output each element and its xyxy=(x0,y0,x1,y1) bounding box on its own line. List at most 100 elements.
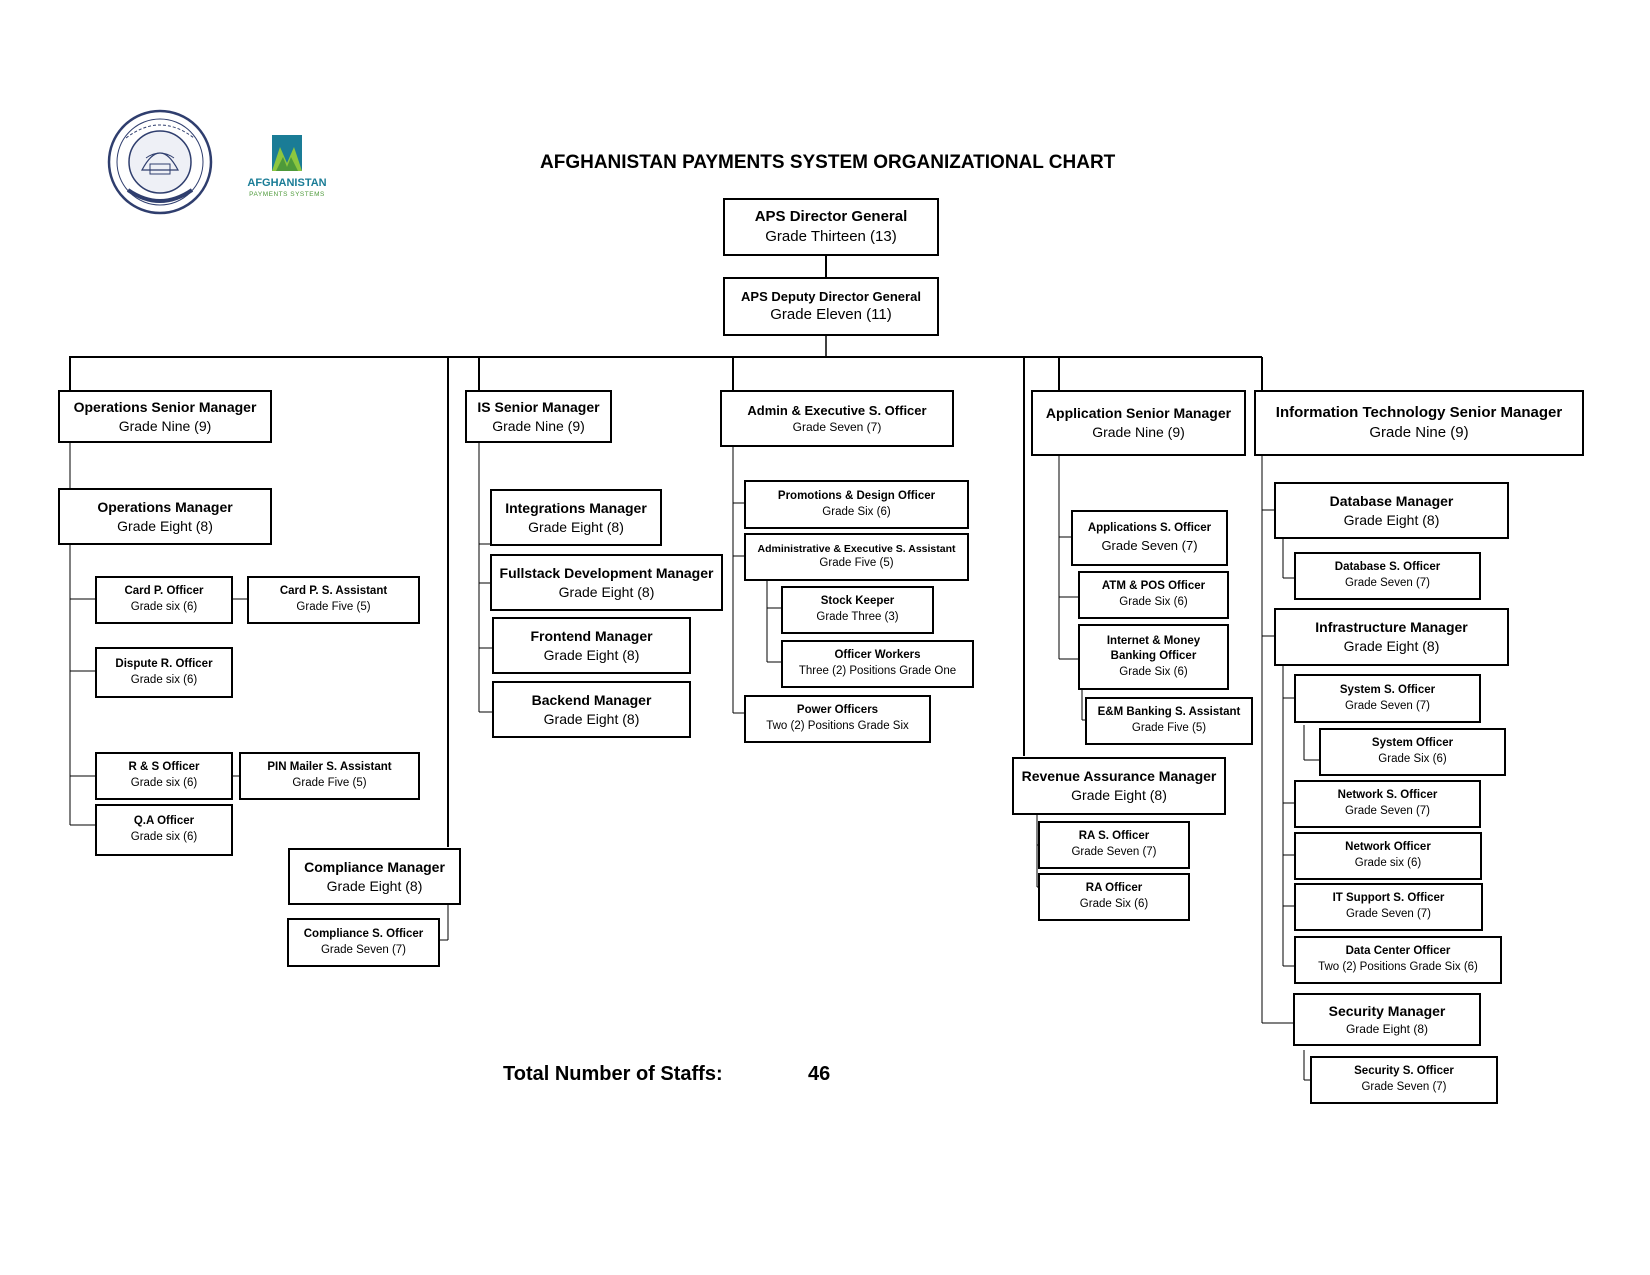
node-grade: Grade Eight (8) xyxy=(1343,638,1440,654)
node-r-s-officer: R & S Officer Grade six (6) xyxy=(95,752,233,800)
node-title: Data Center Officer xyxy=(1345,945,1451,958)
node-director-general: APS Director General Grade Thirteen (13) xyxy=(723,198,939,256)
node-title: Card P. S. Assistant xyxy=(279,585,388,598)
node-grade: Two (2) Positions Grade Six (6) xyxy=(1318,961,1478,973)
node-title: Operations Senior Manager xyxy=(73,398,257,415)
node-title: APS Director General xyxy=(754,207,908,225)
node-title: Information Technology Senior Manager xyxy=(1275,403,1563,421)
afghanistan-payments-systems-logo: AFGHANISTAN PAYMENTS SYSTEMS xyxy=(236,133,338,198)
node-title: System Officer xyxy=(1371,737,1454,750)
node-title: Database Manager xyxy=(1329,492,1454,509)
node-grade: Grade Eleven (11) xyxy=(770,306,892,324)
node-operations-manager: Operations Manager Grade Eight (8) xyxy=(58,488,272,545)
node-stock-keeper: Stock Keeper Grade Three (3) xyxy=(781,586,934,634)
node-grade: Grade Eight (8) xyxy=(543,710,640,727)
node-title: Application Senior Manager xyxy=(1045,405,1232,422)
node-grade: Grade Nine (9) xyxy=(492,417,585,434)
node-operations-senior-manager: Operations Senior Manager Grade Nine (9) xyxy=(58,390,272,443)
node-system-s-officer: System S. Officer Grade Seven (7) xyxy=(1294,674,1481,723)
node-grade: Grade Nine (9) xyxy=(1369,424,1469,441)
chart-title: AFGHANISTAN PAYMENTS SYSTEM ORGANIZATION… xyxy=(540,152,1116,173)
node-grade: Grade Eight (8) xyxy=(543,646,640,663)
da-afghanistan-bank-seal xyxy=(107,109,213,215)
node-compliance-s-officer: Compliance S. Officer Grade Seven (7) xyxy=(287,918,440,967)
node-em-banking-s-assistant: E&M Banking S. Assistant Grade Five (5) xyxy=(1085,697,1253,745)
node-security-manager: Security Manager Grade Eight (8) xyxy=(1293,993,1481,1046)
node-title: Power Officers xyxy=(796,704,879,717)
node-title: Officer Workers xyxy=(834,649,921,662)
node-grade: Grade Three (3) xyxy=(816,611,899,623)
node-pin-mailer-s-assistant: PIN Mailer S. Assistant Grade Five (5) xyxy=(239,752,420,800)
node-title: APS Deputy Director General xyxy=(741,288,921,304)
node-grade: Grade Eight (8) xyxy=(1071,787,1167,803)
node-title: Frontend Manager xyxy=(530,627,653,644)
node-title: R & S Officer xyxy=(128,761,200,774)
node-title: Applications S. Officer xyxy=(1087,522,1212,535)
node-grade: Grade six (6) xyxy=(130,601,198,613)
node-database-s-officer: Database S. Officer Grade Seven (7) xyxy=(1294,552,1481,600)
node-administrative-executive-s-assistant: Administrative & Executive S. Assistant … xyxy=(744,533,969,581)
node-application-senior-manager: Application Senior Manager Grade Nine (9… xyxy=(1031,390,1246,456)
node-title: Operations Manager xyxy=(97,498,233,515)
node-infrastructure-manager: Infrastructure Manager Grade Eight (8) xyxy=(1274,608,1509,666)
node-backend-manager: Backend Manager Grade Eight (8) xyxy=(492,681,691,738)
node-grade: Grade Seven (7) xyxy=(1344,699,1430,712)
node-title: RA S. Officer xyxy=(1078,830,1150,843)
node-applications-s-officer: Applications S. Officer Grade Seven (7) xyxy=(1071,510,1228,566)
node-title: IS Senior Manager xyxy=(477,398,600,415)
node-atm-pos-officer: ATM & POS Officer Grade Six (6) xyxy=(1078,571,1229,619)
node-officer-workers: Officer Workers Three (2) Positions Grad… xyxy=(781,640,974,688)
node-grade: Grade Thirteen (13) xyxy=(765,228,897,245)
node-grade: Grade Six (6) xyxy=(1119,665,1188,678)
node-grade: Two (2) Positions Grade Six xyxy=(766,720,909,732)
node-grade: Grade Six (6) xyxy=(1119,596,1188,608)
node-revenue-assurance-manager: Revenue Assurance Manager Grade Eight (8… xyxy=(1012,757,1226,815)
node-title: E&M Banking S. Assistant xyxy=(1097,706,1241,719)
node-is-senior-manager: IS Senior Manager Grade Nine (9) xyxy=(465,390,612,443)
aps-logo-mark xyxy=(272,135,302,171)
node-grade: Grade Eight (8) xyxy=(1345,1021,1429,1036)
node-grade: Grade Seven (7) xyxy=(320,943,406,956)
node-grade: Grade six (6) xyxy=(130,777,198,789)
node-frontend-manager: Frontend Manager Grade Eight (8) xyxy=(492,617,691,674)
node-integrations-manager: Integrations Manager Grade Eight (8) xyxy=(490,489,662,546)
node-grade: Grade Six (6) xyxy=(1378,753,1447,765)
node-grade: Grade six (6) xyxy=(130,673,198,686)
node-admin-executive-s-officer: Admin & Executive S. Officer Grade Seven… xyxy=(720,390,954,447)
node-title: Security Manager xyxy=(1328,1002,1446,1019)
node-grade: Grade Eight (8) xyxy=(558,583,655,600)
node-security-s-officer: Security S. Officer Grade Seven (7) xyxy=(1310,1056,1498,1104)
node-title: Integrations Manager xyxy=(505,499,647,516)
total-staff-value: 46 xyxy=(808,1063,831,1085)
node-title: Security S. Officer xyxy=(1354,1065,1454,1078)
node-ra-officer: RA Officer Grade Six (6) xyxy=(1038,873,1190,921)
node-title: Revenue Assurance Manager xyxy=(1021,768,1217,785)
node-title: Admin & Executive S. Officer xyxy=(747,402,927,418)
node-title-line2: Banking Officer xyxy=(1110,650,1197,663)
node-qa-officer: Q.A Officer Grade six (6) xyxy=(95,804,233,856)
node-title: Compliance Manager xyxy=(304,858,445,875)
node-title: Promotions & Design Officer xyxy=(777,489,936,502)
node-system-officer: System Officer Grade Six (6) xyxy=(1319,728,1506,776)
node-title: Card P. Officer xyxy=(124,585,204,598)
aps-logo-name: AFGHANISTAN xyxy=(247,177,327,189)
aps-logo-subtitle: PAYMENTS SYSTEMS xyxy=(249,191,325,198)
node-card-p-officer: Card P. Officer Grade six (6) xyxy=(95,576,233,624)
node-title: Administrative & Executive S. Assistant xyxy=(757,543,956,556)
node-title: ATM & POS Officer xyxy=(1101,580,1206,593)
node-grade: Grade six (6) xyxy=(130,831,198,843)
node-grade: Grade Seven (7) xyxy=(1344,805,1430,817)
node-it-senior-manager: Information Technology Senior Manager Gr… xyxy=(1254,390,1584,456)
node-it-support-s-officer: IT Support S. Officer Grade Seven (7) xyxy=(1294,883,1483,931)
node-title: Compliance S. Officer xyxy=(303,927,424,940)
node-grade: Grade Five (5) xyxy=(292,777,367,789)
node-grade: Grade Six (6) xyxy=(1079,898,1149,910)
node-grade: Grade Nine (9) xyxy=(118,417,212,434)
node-ra-s-officer: RA S. Officer Grade Seven (7) xyxy=(1038,821,1190,869)
node-grade: Grade Eight (8) xyxy=(1343,511,1440,528)
node-title: Internet & Money xyxy=(1106,634,1201,647)
node-title: PIN Mailer S. Assistant xyxy=(267,761,392,774)
node-compliance-manager: Compliance Manager Grade Eight (8) xyxy=(288,848,461,905)
node-title: Network S. Officer xyxy=(1337,789,1438,802)
